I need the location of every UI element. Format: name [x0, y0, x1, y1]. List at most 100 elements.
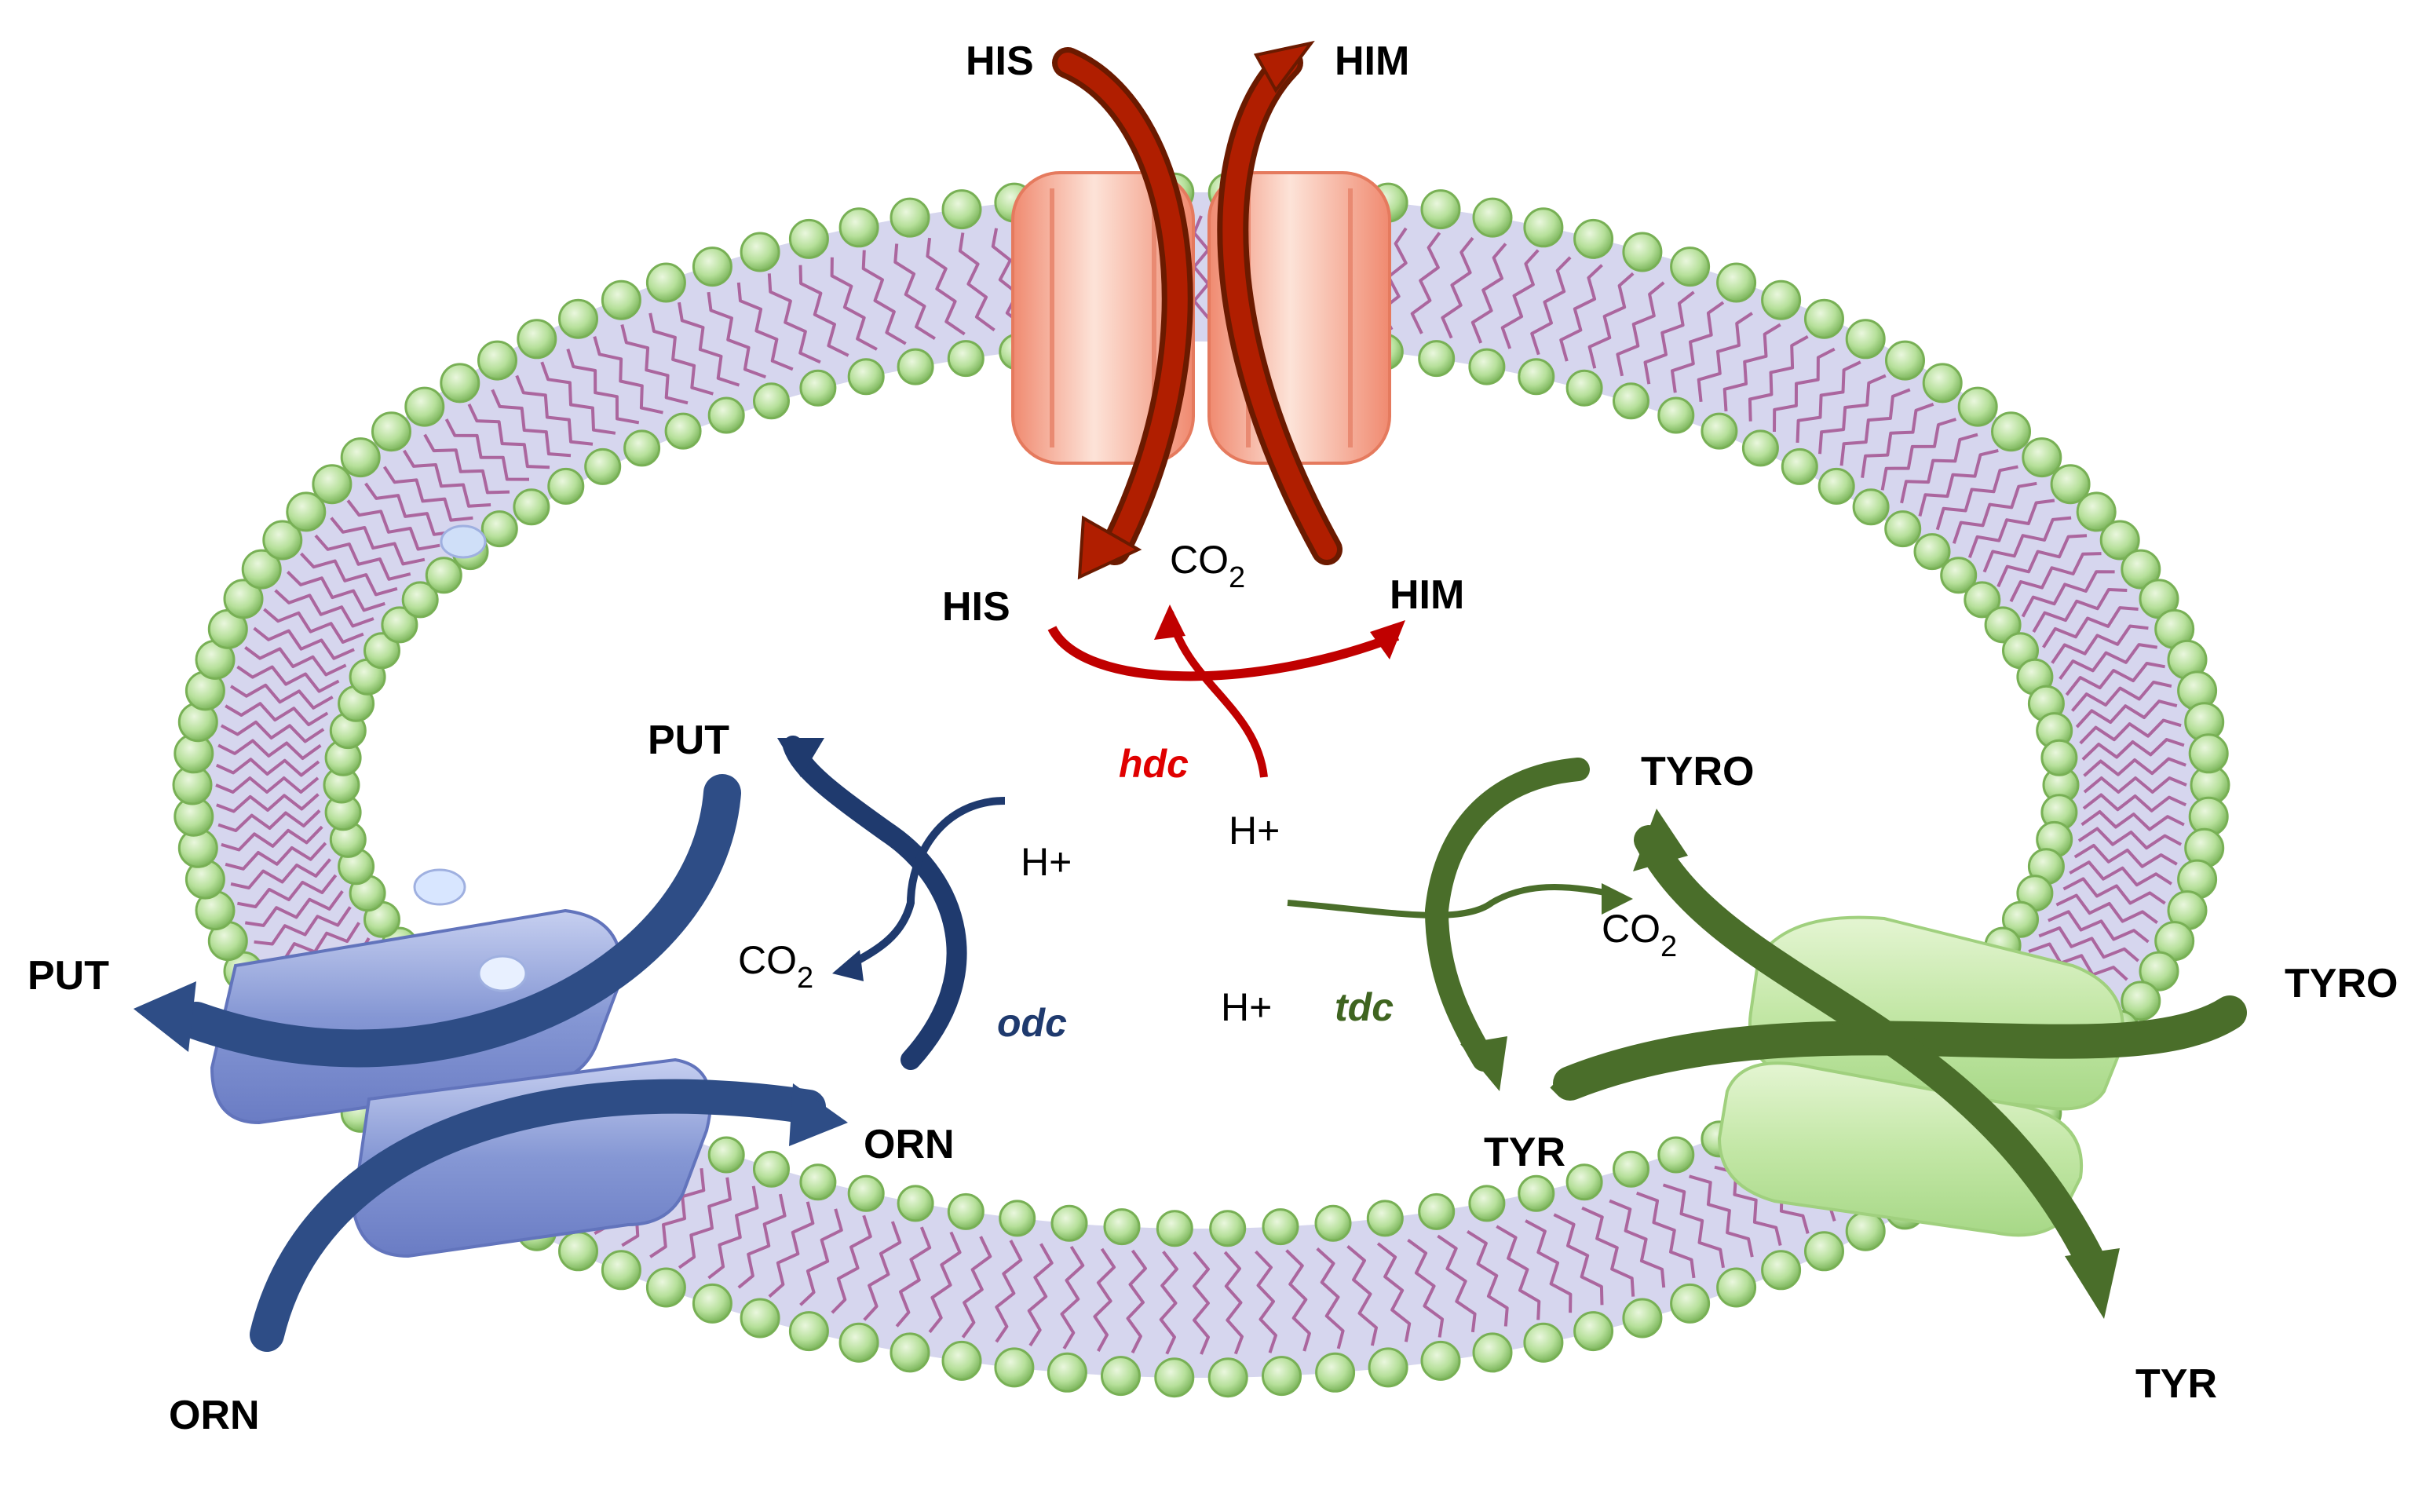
him-outside-label: HIM: [1335, 38, 1409, 84]
lipid-head: [1913, 533, 1951, 571]
lipid-tail: [1581, 1206, 1635, 1297]
lipid-tail: [1553, 1213, 1604, 1306]
lipid-head: [1622, 232, 1663, 272]
lipid-tail: [225, 702, 329, 727]
lipid-head: [1103, 1208, 1141, 1246]
lipid-tail: [926, 237, 966, 336]
lipid-head: [1366, 1200, 1404, 1237]
lipid-tail: [1193, 1251, 1210, 1355]
lipid-head: [2076, 491, 2117, 532]
tyro-outside-label: TYRO: [2285, 961, 2398, 1006]
lipid-tail: [895, 1226, 932, 1328]
lipid-head: [890, 1332, 930, 1373]
lipid-tail: [1467, 1230, 1509, 1327]
lipid-head: [480, 510, 518, 548]
lipid-head: [1716, 262, 1757, 303]
lipid-tail: [1496, 1225, 1541, 1320]
lipid-tail: [217, 739, 322, 760]
lipid-head: [1884, 510, 1922, 548]
lipid-head: [941, 189, 982, 230]
lipid-head: [1262, 1356, 1302, 1397]
lipid-head: [1781, 447, 1818, 485]
lipid-tail: [928, 1231, 962, 1334]
lipid-head: [799, 1163, 837, 1201]
lipid-tail: [1748, 334, 1809, 422]
lipid-tail: [274, 589, 374, 628]
lipid-tail: [768, 1201, 815, 1298]
lipid-tail: [958, 232, 995, 332]
lipid-tail: [244, 645, 347, 677]
lipid-head: [623, 429, 661, 467]
lipid-tail: [382, 466, 473, 522]
co2-subscript: 2: [1229, 561, 1245, 594]
lipid-tail: [861, 250, 907, 345]
lipid-head: [1957, 386, 1998, 427]
lipid-head: [1922, 363, 1963, 404]
lipid-head: [1761, 1250, 1802, 1291]
co2-base: CO: [1170, 538, 1229, 582]
lipid-tail: [1609, 1199, 1666, 1288]
lipid-head: [1154, 1357, 1195, 1398]
lipid-head: [1804, 298, 1844, 339]
lipid-head: [1573, 1311, 1614, 1352]
lipid-tail: [2083, 776, 2187, 794]
lipid-tail: [1441, 236, 1474, 339]
lipid-tail: [593, 336, 663, 415]
lipid-tail: [1060, 1245, 1085, 1349]
orn-outside-label: ORN: [169, 1393, 260, 1438]
lipid-tail: [2070, 681, 2172, 712]
lipid-head: [799, 369, 837, 407]
lipid-head: [1047, 1352, 1087, 1393]
lipid-head: [1845, 1211, 1886, 1251]
lipid-tail: [2065, 662, 2165, 696]
put-export-arrow: [133, 774, 741, 1068]
lipid-head: [941, 1340, 982, 1381]
lipid-tail: [1616, 281, 1665, 377]
lipid-head: [2022, 437, 2062, 478]
lipid-head: [1418, 1192, 1456, 1230]
lipid-head: [440, 363, 480, 404]
lipid-head: [262, 520, 303, 561]
lipid-head: [371, 411, 411, 452]
lipid-tail: [1410, 232, 1441, 334]
lipid-head: [1817, 467, 1855, 505]
lipid-tail: [2048, 910, 2150, 944]
lipid-tail: [2077, 827, 2183, 850]
lipid-head: [1565, 369, 1603, 407]
lipid-tail: [314, 534, 411, 581]
lipid-head: [1262, 1208, 1299, 1246]
lipid-head: [1518, 1174, 1555, 1212]
lipid-tail: [2075, 699, 2178, 729]
lipid-head: [1468, 348, 1506, 385]
lipid-tail: [1587, 272, 1635, 369]
lipid-tail: [1500, 249, 1540, 349]
lipid-head: [692, 1283, 732, 1324]
lipid-tail: [1255, 1250, 1277, 1353]
lipid-tail: [830, 257, 878, 351]
lipid-head: [2002, 900, 2039, 938]
lipid-head: [1207, 1357, 1248, 1398]
tdc-co2-label: CO2: [1602, 907, 1677, 963]
lipid-head: [753, 1150, 790, 1188]
lipid-head: [692, 247, 732, 287]
his-inside-label: HIS: [942, 584, 1010, 630]
lipid-tail: [648, 312, 714, 396]
lipid-head: [286, 491, 327, 532]
lipid-tail: [2081, 738, 2185, 761]
lipid-head: [1209, 1210, 1247, 1247]
lipid-tail: [798, 265, 849, 357]
lipid-tail: [2079, 718, 2182, 745]
hdc-proton-label: H+: [1229, 809, 1280, 853]
lipid-tail: [1689, 1174, 1754, 1258]
lipid-head: [847, 1174, 885, 1212]
lipid-head: [1940, 557, 1978, 594]
lipid-tail: [566, 349, 640, 425]
lipid-tail: [1316, 1247, 1345, 1349]
lipid-head: [1716, 1267, 1757, 1308]
lipid-head: [1523, 1322, 1564, 1363]
lipid-head: [1670, 247, 1711, 287]
lipid-tail: [1093, 1247, 1116, 1352]
lipid-head: [1741, 429, 1779, 467]
lipid-head: [645, 1267, 686, 1308]
